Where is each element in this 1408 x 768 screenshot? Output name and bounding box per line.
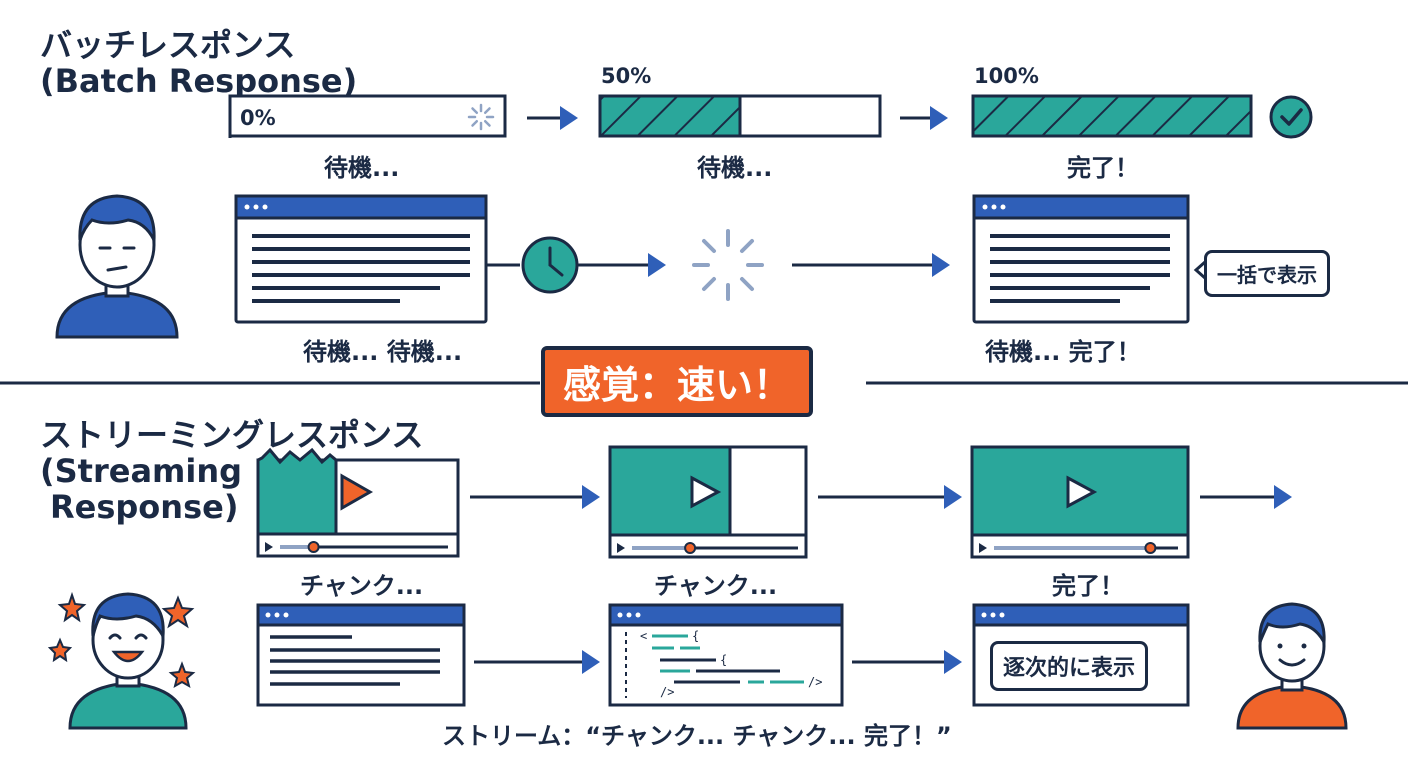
stream-browser-window-1 xyxy=(256,603,466,707)
arrow-head xyxy=(582,485,600,509)
batch-progress-bar-50 xyxy=(598,94,882,138)
streaming-title-en-1: (Streaming xyxy=(40,451,243,490)
batch-progress-bar-0 xyxy=(228,94,507,138)
batch-browser-window-loading xyxy=(234,194,488,324)
happy-person-icon xyxy=(68,592,188,730)
play-icon xyxy=(690,475,722,509)
code-token: { xyxy=(720,653,727,667)
incremental-display-tag: 逐次的に表示 xyxy=(990,641,1149,691)
batch-title: バッチレスポンス (Batch Response) xyxy=(40,26,358,100)
batch-window-caption-right: 待機... 完了！ xyxy=(985,338,1141,366)
smiling-person-icon xyxy=(1236,602,1348,730)
batch-window-caption-left: 待機... 待機... xyxy=(303,338,463,366)
batch-browser-window-complete xyxy=(972,194,1190,324)
arrow-head xyxy=(560,106,578,130)
progress-percent-100: 100% xyxy=(974,64,1039,88)
video-progress-knob xyxy=(1144,542,1157,554)
progress-caption-0: 待機... xyxy=(324,154,400,182)
perceived-speed-badge: 感覚：速い！ xyxy=(541,346,814,417)
callout-pointer xyxy=(1193,260,1206,280)
arrow-head xyxy=(1274,485,1292,509)
waiting-person-icon xyxy=(55,194,179,339)
arrow-head xyxy=(930,106,948,130)
code-token: < xyxy=(640,629,647,643)
code-token: { xyxy=(692,629,699,643)
play-icon xyxy=(1066,475,1098,509)
video-caption-3: 完了！ xyxy=(1052,572,1124,600)
video-progress-knob xyxy=(307,541,320,553)
arrow-head xyxy=(932,253,950,277)
stream-code-window: < { { /> /> xyxy=(608,603,844,707)
video-player-3 xyxy=(970,445,1190,559)
checkmark-icon xyxy=(1269,95,1313,139)
progress-percent-0: 0% xyxy=(240,106,276,130)
video-caption-1: チャンク... xyxy=(300,572,424,600)
clock-icon xyxy=(521,236,579,294)
arrow-head xyxy=(944,485,962,509)
batch-title-ja: バッチレスポンス xyxy=(40,26,296,64)
streaming-title-en-2: Response) xyxy=(50,487,239,526)
batch-title-en: (Batch Response) xyxy=(40,61,358,100)
batch-progress-bar-100 xyxy=(971,94,1253,138)
progress-percent-50: 50% xyxy=(601,64,652,88)
loading-spinner-icon xyxy=(467,103,495,131)
play-icon xyxy=(340,473,374,511)
video-progress-knob xyxy=(684,542,697,554)
stream-caption: ストリーム：“チャンク... チャンク... 完了！” xyxy=(442,722,952,750)
arrow-head xyxy=(648,253,666,277)
video-player-2 xyxy=(608,445,808,559)
video-caption-2: チャンク... xyxy=(654,572,778,600)
streaming-title-ja: ストリーミングレスポンス xyxy=(40,416,424,454)
arrow-head xyxy=(944,650,962,674)
code-token: /> xyxy=(808,675,822,689)
code-token: /> xyxy=(660,685,674,699)
arrow-head xyxy=(582,650,600,674)
sparkle-stars-icon xyxy=(47,591,196,689)
batch-display-callout: 一括で表示 xyxy=(1204,250,1330,297)
progress-caption-100: 完了！ xyxy=(1067,154,1139,182)
streaming-title: ストリーミングレスポンス (Streaming Response) xyxy=(40,416,424,526)
progress-caption-50: 待機... xyxy=(697,154,773,182)
video-player-1 xyxy=(256,447,460,558)
loading-spinner-icon xyxy=(692,229,764,301)
